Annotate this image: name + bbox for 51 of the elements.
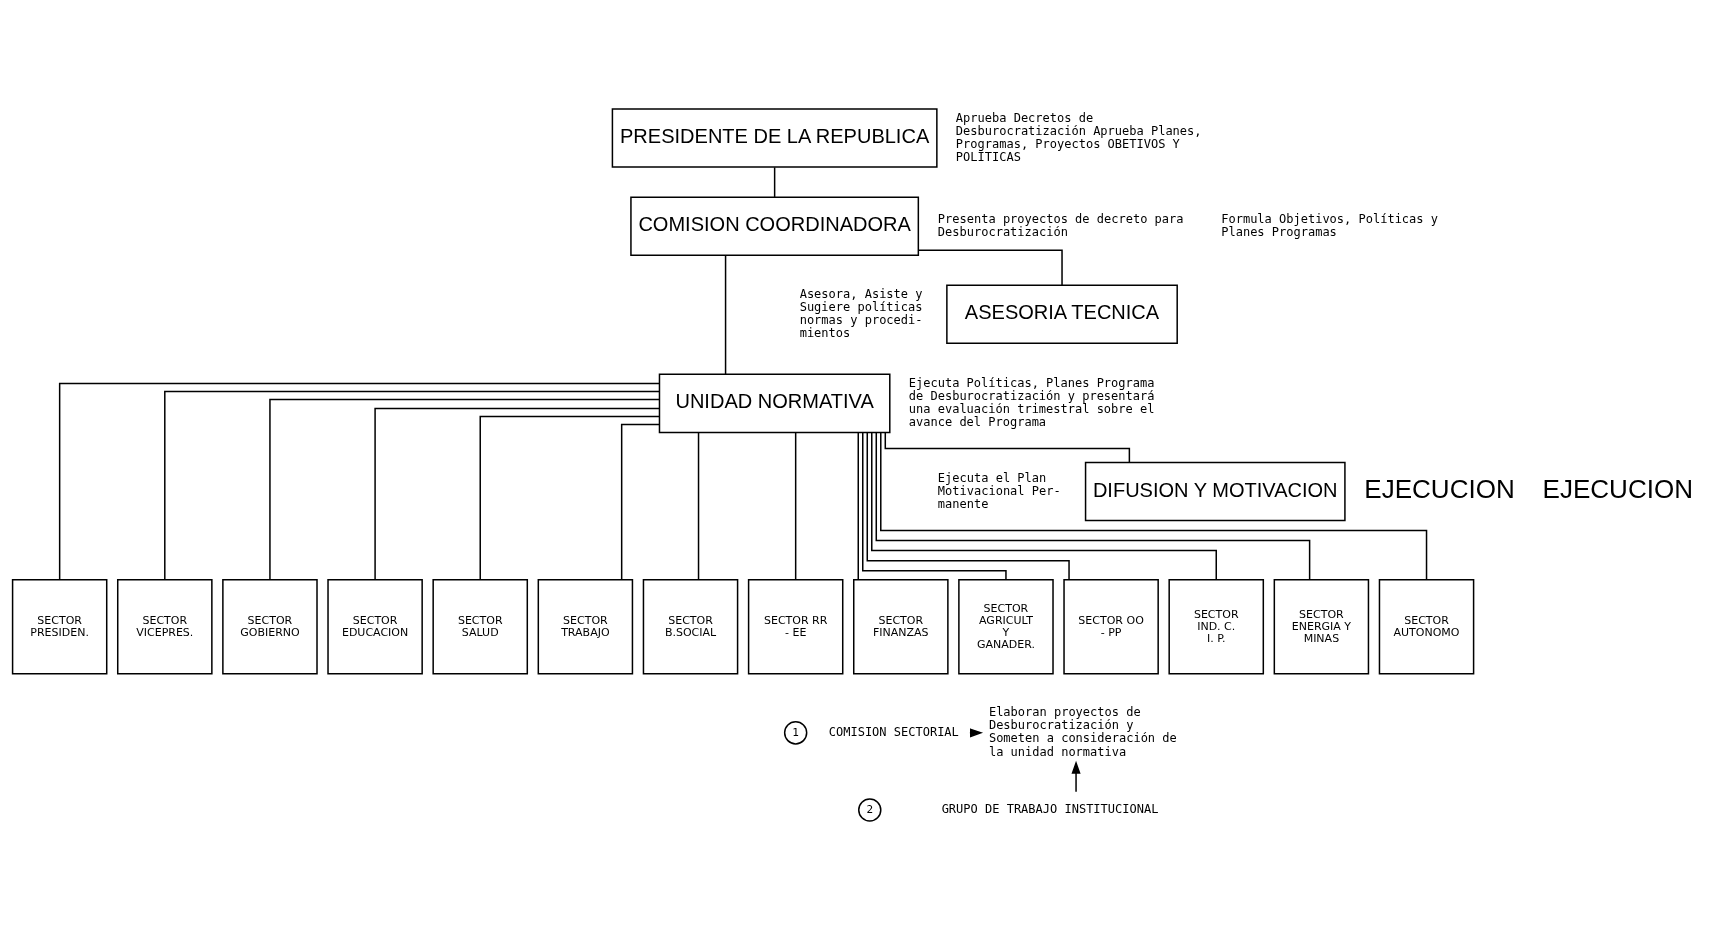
label: EJECUCION [1364,473,1515,504]
connector [479,415,660,581]
connector [866,431,1070,581]
node-box: SECTOR GOBIERNO [222,578,318,675]
node-text: Elaboran proyectos de Desburocratización y Someten a consideración de la unidad normativa [988,705,1177,759]
node-box: SECTOR SALUD [432,578,529,675]
node-box: SECTOR IND. C. I. P. [1168,578,1265,675]
connector [374,407,661,581]
label: Formula Objetivos, Políticas y Planes Programas [1221,211,1438,239]
node-circle: 1 [783,721,808,745]
node-box: SECTOR AUTONOMO [1378,578,1475,675]
node-box: SECTOR ENERGIA Y MINAS [1273,578,1370,675]
connector [875,431,1311,581]
node-box: SECTOR TRABAJO [537,578,634,675]
node-box: SECTOR VICEPRES. [117,578,213,675]
connector [918,249,1063,286]
node-box: SECTOR B.SOCIAL [642,578,739,675]
node-box: SECTOR EDUCACION [327,578,423,675]
node-box: SECTOR RR - EE [747,578,844,675]
label: Asesora, Asiste y Sugiere políticas normas y procedi- mientos [799,286,923,340]
node-box: SECTOR AGRICULT Y GANADER. [958,578,1054,675]
label: Ejecuta el Plan Motivacional Per- manente [937,470,1061,511]
connector [58,382,661,581]
node-box: DIFUSION Y MOTIVACION [1084,461,1346,522]
node-box: SECTOR FINANZAS [853,578,949,675]
connector [724,254,727,375]
connector [269,398,660,581]
node-box: COMISION COORDINADORA [630,196,920,256]
label: Ejecuta Políticas, Planes Programa de Desburocratización y presentará una evaluación trimestral sobre el avance del Programa [908,375,1155,430]
connector [794,431,797,581]
connector [773,166,776,198]
node-box: SECTOR OO - PP [1063,578,1159,675]
connector [871,431,1217,581]
label: Aprueba Decretos de Desburocratización Aprueba Planes, Programas, Proyectos OBETIVOS Y POLITICAS [955,110,1202,164]
connector [862,431,1007,581]
connector [880,431,1428,581]
connector [697,431,700,581]
connector [620,423,660,581]
node-box: UNIDAD NORMATIVA [658,373,891,434]
node-text: GRUPO DE TRABAJO INSTITUCIONAL [941,802,1159,817]
label: Presenta proyectos de decreto para Desburocratización [937,211,1184,239]
node-box: PRESIDENTE DE LA REPUBLICA [611,108,938,168]
node-box: SECTOR PRESIDEN. [11,578,108,675]
node-circle: 2 [858,798,882,822]
connector [164,390,660,581]
arrow [1071,760,1081,793]
connector [857,431,859,581]
connector [884,431,1131,463]
label: EJECUCION [1542,473,1693,504]
node-box: ASESORIA TECNICA [946,284,1178,345]
node-text: COMISION SECTORIAL [828,724,959,739]
